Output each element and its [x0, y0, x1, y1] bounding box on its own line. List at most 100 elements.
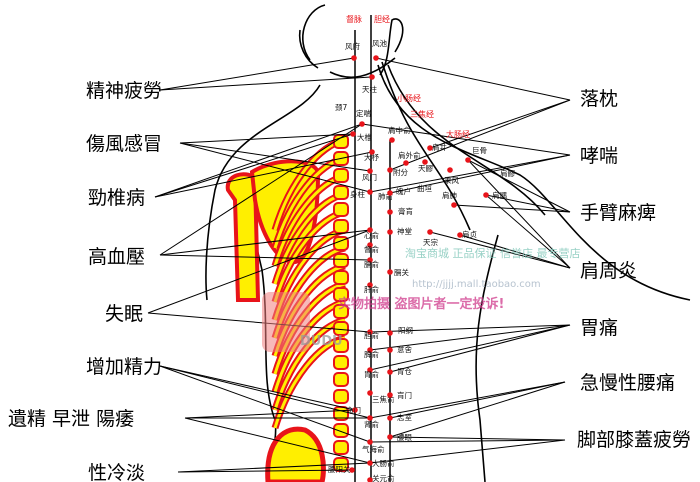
meridian-label: 大肠经: [446, 129, 470, 139]
leader-line: [389, 436, 566, 441]
skeleton: [225, 134, 349, 482]
acupoint-label: 肾俞: [364, 419, 379, 429]
acupoint-dot: [457, 232, 463, 238]
vertebra: [333, 389, 349, 404]
leader-line: [375, 57, 571, 101]
watermark: 淘宝商城 正品保证 信誉店 最专营店 http://jjjj.mall.taob…: [262, 246, 581, 352]
leader-line: [159, 57, 355, 91]
leader-line: [154, 151, 373, 198]
acupoint-dot: [427, 229, 433, 235]
leader-line: [485, 194, 571, 269]
vertebra: [333, 219, 349, 234]
acupoint-dot: [387, 269, 393, 275]
pelvis: [265, 426, 326, 482]
watermark-logo: [262, 292, 310, 352]
leader-line: [429, 99, 571, 149]
vertebra: [333, 134, 349, 149]
acupoint-dot: [373, 55, 379, 61]
leader-line: [159, 254, 371, 261]
acupoint-label: 肩髎: [500, 168, 515, 178]
acupoint-label: 附分: [393, 168, 408, 177]
leader-line: [179, 133, 354, 144]
vertebra: [333, 304, 349, 319]
symptom-label-right: 肩周炎: [580, 260, 637, 282]
acupoint-label: 肩井: [432, 142, 447, 152]
acupoint-label: 肩肺: [442, 190, 457, 200]
leader-line: [389, 99, 571, 171]
vertebra: [333, 440, 349, 455]
acupoint-dot: [389, 137, 395, 143]
acupoint-label: 阳纲: [398, 325, 413, 335]
acupoints: 督脉胆经小肠经三焦经大肠经风府风池天柱颈7定喘大椎肩中俞大杼肩外俞天髎肩井巨骨风…: [328, 14, 515, 482]
leader-line: [369, 439, 566, 443]
leader-line: [467, 159, 571, 269]
vertebra: [333, 287, 349, 302]
leader-line: [485, 194, 571, 213]
symptom-label-left: 失眠: [105, 303, 143, 325]
symptom-label-right: 落枕: [580, 88, 618, 110]
acupoint-label: 膈俞: [364, 259, 379, 269]
leader-line: [429, 231, 571, 269]
leader-line: [154, 133, 354, 198]
acupoint-label: 肩外俞: [398, 150, 421, 160]
leader-line: [453, 204, 571, 213]
leader-line: [184, 409, 356, 419]
leader-line: [184, 417, 371, 464]
acupoint-label: 督俞: [364, 244, 379, 254]
acupoint-dot: [422, 159, 428, 165]
leader-line: [361, 123, 571, 156]
leader-line: [159, 123, 363, 256]
acupoint-label: 大椎: [357, 132, 372, 142]
watermark-url: http://jjjj.mall.taobao.com: [412, 279, 541, 290]
acupoint-dot: [367, 257, 373, 263]
acupoint-dot: [451, 202, 457, 208]
acupoint-label: 风池: [372, 38, 387, 48]
acupoint-label: 肓门: [397, 390, 412, 400]
watermark-warning: 实物拍摄 盗图片者一定投诉!: [338, 296, 504, 312]
acupoint-label: 秉风: [444, 175, 459, 185]
leader-line: [177, 469, 353, 473]
acupoint-dot: [387, 347, 393, 353]
leader-line: [459, 234, 571, 269]
leader-line: [147, 229, 371, 314]
acupoint-dot: [367, 189, 373, 195]
symptom-label-left: 性冷淡: [88, 462, 145, 482]
acupoint-label: 气海俞: [362, 444, 385, 454]
leader-line: [159, 76, 372, 91]
acupoint-label: 膏肓: [398, 206, 413, 216]
acupoint-dot: [367, 415, 373, 421]
vertebra: [333, 372, 349, 387]
leader-line: [369, 439, 566, 464]
acupoint-dot: [367, 329, 373, 335]
leader-line: [154, 123, 363, 198]
symptom-label-left: 高血壓: [88, 246, 145, 268]
acupoint-dot: [352, 407, 358, 413]
symptom-label-right: 哮喘: [580, 145, 618, 167]
leader-line: [389, 381, 566, 419]
acupoint-label: 胃俞: [364, 369, 379, 379]
leader-line: [369, 324, 571, 351]
acupoint-dot: [387, 392, 393, 398]
acupoint-dot: [427, 145, 433, 151]
acupoint-label: 腰眼: [397, 433, 412, 442]
acupoint-dot: [349, 467, 355, 473]
acupoint-label: 肩中俞: [388, 125, 411, 135]
acupoint-dot: [367, 460, 373, 466]
symptom-label-right: 急慢性腰痛: [580, 372, 675, 394]
acupoint-label: 命门: [346, 405, 361, 415]
acupoint-dot: [403, 160, 409, 166]
acupoint-dot: [351, 55, 357, 61]
leader-line: [179, 142, 371, 172]
meridian-label: 三焦经: [410, 109, 434, 119]
acupoint-dot: [387, 209, 393, 215]
acupoint-label: 曲垣: [417, 183, 432, 193]
acupoint-dot: [387, 229, 393, 235]
acupoint-dot: [367, 367, 373, 373]
acupoint-label: 胆俞: [364, 330, 379, 340]
leader-line: [389, 324, 571, 373]
vertebra: [333, 168, 349, 183]
acupoint-label: 定喘: [356, 108, 371, 118]
vertebra: [333, 270, 349, 285]
acupoint-label: 巨骨: [472, 146, 487, 155]
leader-line: [159, 365, 371, 443]
